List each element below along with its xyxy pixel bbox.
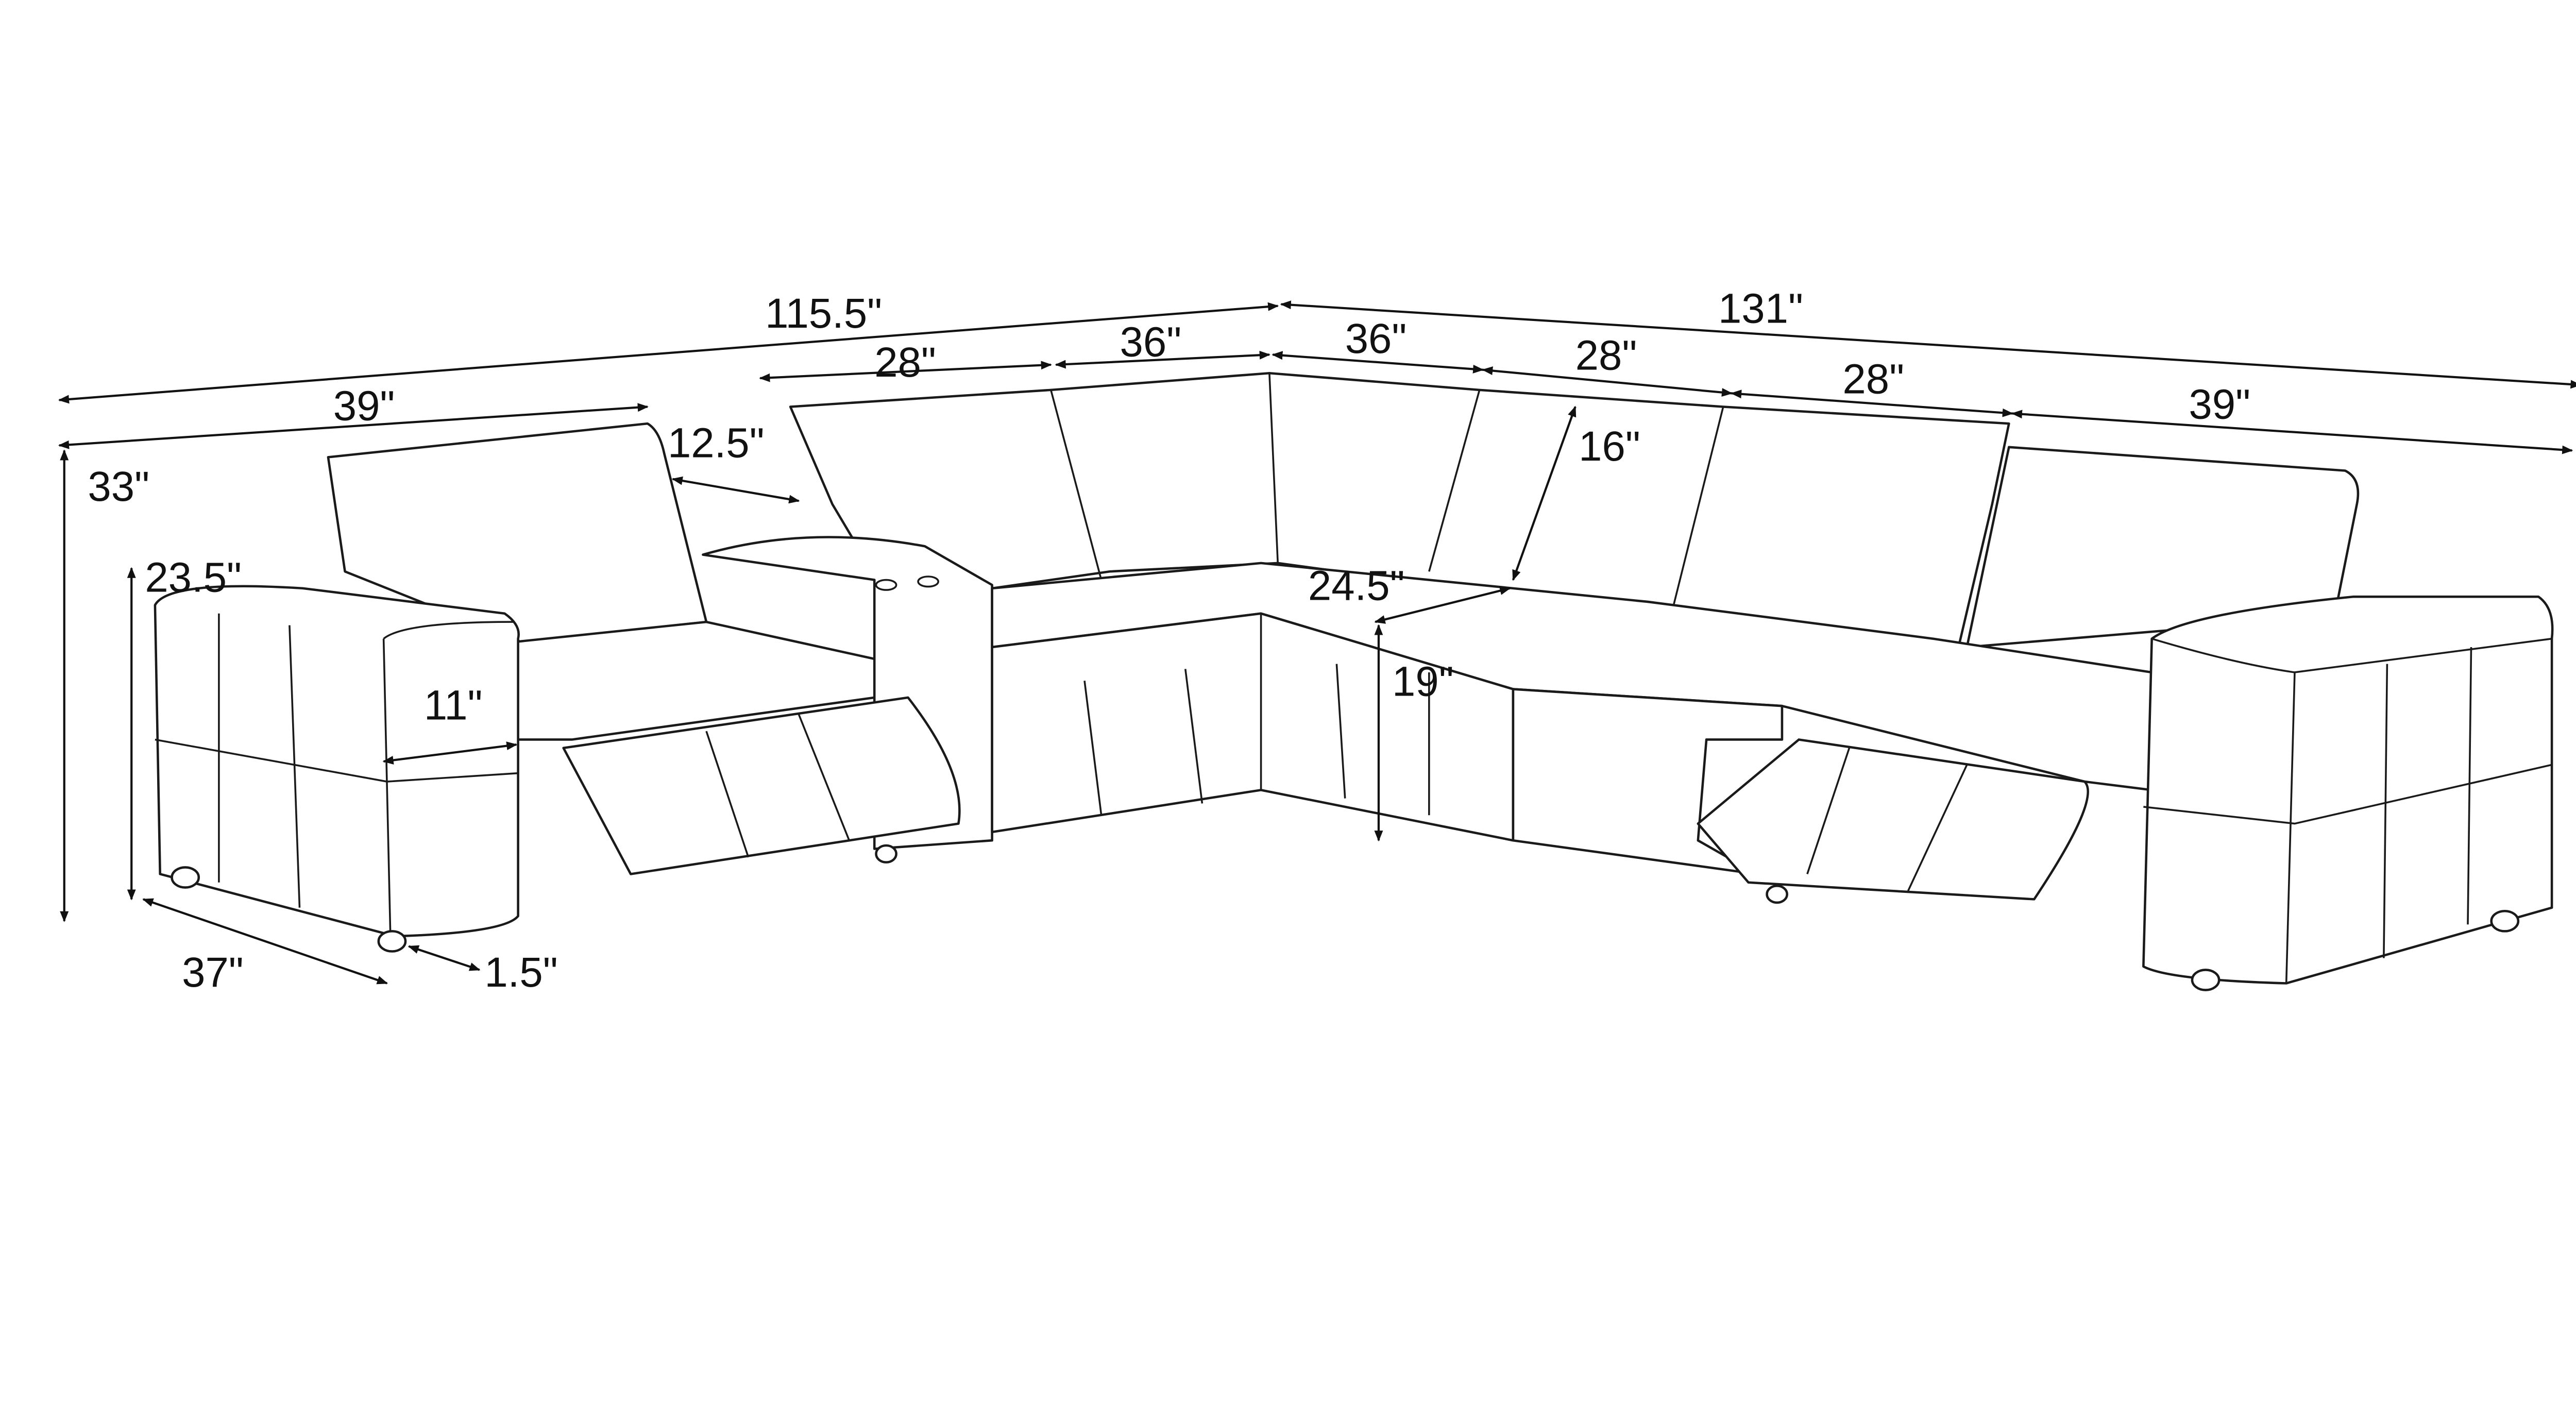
label-console-width: 12.5" bbox=[668, 419, 765, 466]
label-right-chaise-width: 39" bbox=[2189, 381, 2250, 428]
label-seat-left-corner: 36" bbox=[1120, 319, 1182, 366]
label-total-left: 115.5" bbox=[765, 290, 882, 337]
label-seat-left-1: 28" bbox=[874, 339, 936, 386]
label-seat-right-2: 28" bbox=[1842, 356, 1904, 402]
label-seat-right-1: 28" bbox=[1575, 332, 1637, 379]
label-left-chaise-width: 39" bbox=[333, 383, 395, 430]
label-depth: 37" bbox=[182, 949, 244, 996]
label-overall-height: 33" bbox=[88, 463, 149, 510]
label-arm-width: 11" bbox=[424, 682, 483, 729]
label-seat-right-corner: 36" bbox=[1345, 315, 1407, 362]
label-arm-height: 23.5" bbox=[145, 554, 242, 601]
sofa-outline bbox=[154, 371, 2554, 991]
dimension-lines bbox=[58, 300, 2576, 985]
label-leg-height: 1.5" bbox=[484, 949, 557, 996]
label-seat-height: 19" bbox=[1392, 658, 1454, 705]
label-back-depth: 16" bbox=[1579, 423, 1640, 470]
label-total-right: 131" bbox=[1718, 285, 1803, 332]
dimension-labels: 115.5" 131" 39" 12.5" 28" 36" 36" 28" 28… bbox=[88, 285, 2250, 996]
label-seat-depth: 24.5" bbox=[1308, 563, 1405, 610]
